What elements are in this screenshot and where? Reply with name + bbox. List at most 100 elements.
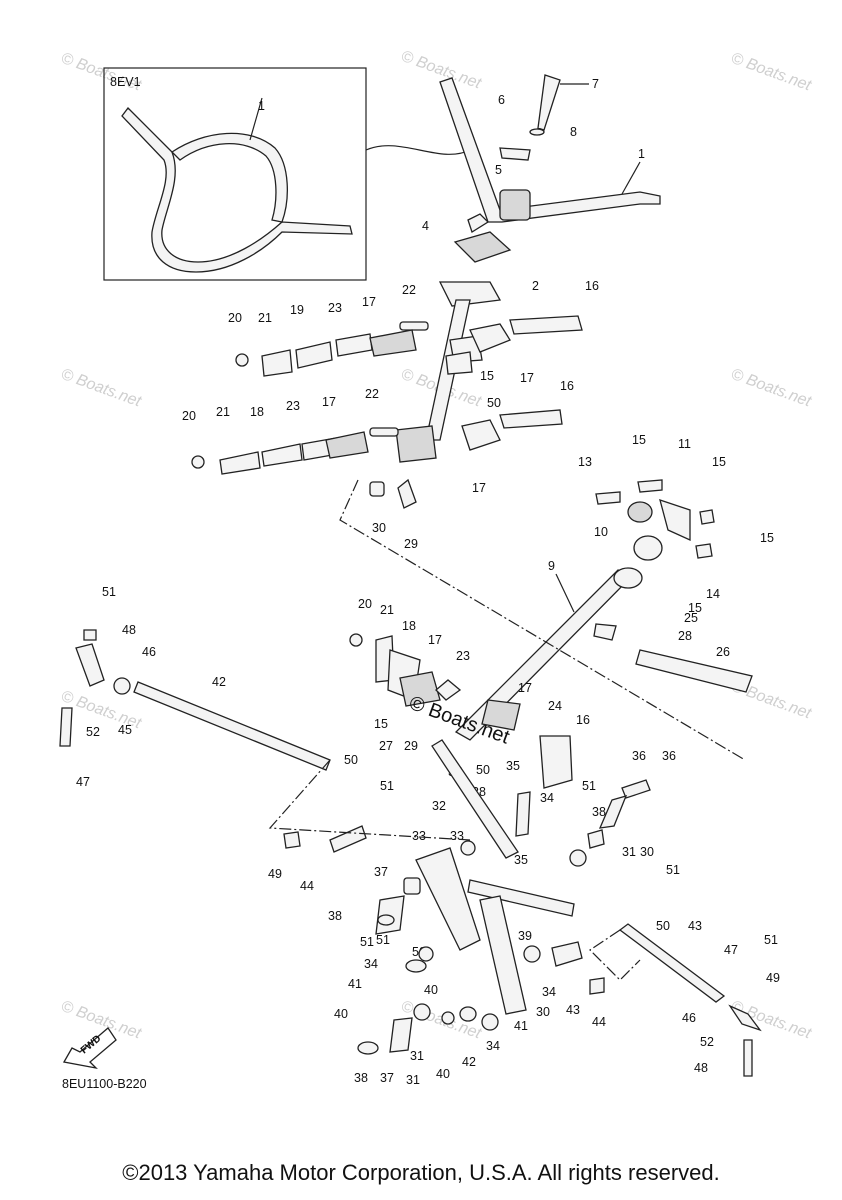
right-tie-rod: 43 47 51 49 46 52 48 [618, 919, 780, 1077]
upper-links: 20 21 19 23 17 20 21 18 23 17 30 29 [182, 295, 418, 551]
callout: 47 [76, 775, 90, 789]
inset-handlebar [121, 107, 353, 273]
callout: 40 [334, 1007, 348, 1021]
callout: 17 [520, 371, 534, 385]
callout: 30 [372, 521, 386, 535]
callout: 30 [640, 845, 654, 859]
middle-links: 20 21 18 17 23 17 24 16 15 35 37 50 51 2… [349, 597, 596, 793]
callout: 23 [286, 399, 300, 413]
callout: 37 [380, 1071, 394, 1085]
callout: 43 [688, 919, 702, 933]
callout: 8 [570, 125, 577, 139]
callout: 44 [300, 879, 314, 893]
callout: 52 [86, 725, 100, 739]
right-brackets: 13 15 11 15 10 14 15 [578, 433, 774, 601]
inset-box: 8EV1 1 [103, 67, 471, 281]
callout: 42 [212, 675, 226, 689]
leader-lines [268, 479, 746, 981]
callout: 21 [258, 311, 272, 325]
callout: 40 [424, 983, 438, 997]
callout: 1 [258, 99, 265, 113]
callout: 20 [228, 311, 242, 325]
callout: 50 [476, 763, 490, 777]
callout: 15 [760, 531, 774, 545]
callout: 22 [402, 283, 416, 297]
callout: 10 [594, 525, 608, 539]
callout: 41 [514, 1019, 528, 1033]
callout: 22 [365, 387, 379, 401]
callout: 49 [268, 867, 282, 881]
callout: 25 [684, 611, 698, 625]
callout: 17 [322, 395, 336, 409]
inset-label: 8EV1 [110, 75, 141, 89]
callout: 34 [540, 791, 554, 805]
callout: 7 [592, 77, 599, 91]
callout: 16 [585, 279, 599, 293]
callout: 35 [514, 853, 528, 867]
callout: 30 [536, 1005, 550, 1019]
callout: 34 [542, 985, 556, 999]
callout: 51 [376, 933, 390, 947]
callout: 16 [560, 379, 574, 393]
callout: 2 [532, 279, 539, 293]
callout: 51 [666, 863, 680, 877]
callout: 36 [662, 749, 676, 763]
callout: 29 [404, 537, 418, 551]
callout: 15 [480, 369, 494, 383]
fwd-arrow-icon: FWD [62, 1027, 117, 1070]
callout: 20 [182, 409, 196, 423]
callout: 39 [518, 929, 532, 943]
callout: 35 [506, 759, 520, 773]
callout: 17 [518, 681, 532, 695]
callout: 15 [712, 455, 726, 469]
watermark: © Boats.net [59, 366, 144, 411]
callout: 33 [450, 829, 464, 843]
callout: 52 [700, 1035, 714, 1049]
callout: 46 [682, 1011, 696, 1025]
callout: 18 [250, 405, 264, 419]
callout: 13 [578, 455, 592, 469]
callout: 51 [582, 779, 596, 793]
callout: 15 [374, 717, 388, 731]
callout: 23 [328, 301, 342, 315]
callout: 15 [688, 601, 702, 615]
callout: 34 [364, 957, 378, 971]
callout: 23 [456, 649, 470, 663]
callout: 21 [380, 603, 394, 617]
callout: 40 [436, 1067, 450, 1081]
callout: 48 [122, 623, 136, 637]
callout: 42 [462, 1055, 476, 1069]
callout: 36 [632, 749, 646, 763]
callout: 29 [404, 739, 418, 753]
handlebar: 1 6 5 7 8 4 2 [422, 74, 661, 307]
steering-column-top [438, 281, 502, 307]
callout: 9 [548, 559, 555, 573]
callout: 11 [678, 437, 691, 451]
callout: 46 [142, 645, 156, 659]
callout: 20 [358, 597, 372, 611]
callout: 51 [360, 935, 374, 949]
callout: 43 [566, 1003, 580, 1017]
callout: 50 [656, 919, 670, 933]
callout: 37 [374, 865, 388, 879]
callout: 38 [592, 805, 606, 819]
callout: 15 [632, 433, 646, 447]
callout: 31 [410, 1049, 424, 1063]
callout: 50 [344, 753, 358, 767]
callout: 21 [216, 405, 230, 419]
callout: 51 [380, 779, 394, 793]
diagram-code: 8EU1100-B220 [62, 1077, 147, 1091]
callout: 38 [354, 1071, 368, 1085]
callout: 32 [432, 799, 446, 813]
callout: 47 [724, 943, 738, 957]
callout: 5 [495, 163, 502, 177]
callout: 28 [678, 629, 692, 643]
callout: 17 [362, 295, 376, 309]
callout: 18 [402, 619, 416, 633]
callout: 19 [290, 303, 304, 317]
handlebar-holder-lower [453, 231, 512, 263]
callout: 17 [472, 481, 486, 495]
handlebar-holder-upper [499, 147, 531, 161]
callout: 50 [487, 396, 501, 410]
callout: 49 [766, 971, 780, 985]
